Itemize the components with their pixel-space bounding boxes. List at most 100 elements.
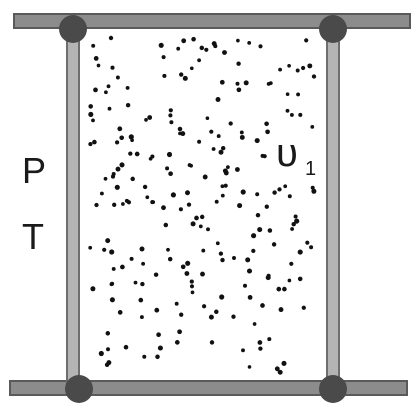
- gas-particle: [245, 257, 250, 262]
- gas-particle: [200, 46, 205, 51]
- gas-particle: [106, 347, 110, 351]
- gas-particle: [241, 348, 245, 352]
- gas-particle: [126, 103, 130, 107]
- gas-particle: [99, 351, 104, 356]
- gas-particle: [219, 294, 224, 299]
- gas-particle: [128, 151, 132, 155]
- gas-particle: [110, 282, 114, 286]
- gas-particle: [220, 258, 224, 262]
- gas-particle: [291, 222, 295, 226]
- gas-particle: [212, 41, 217, 46]
- gas-particle: [127, 200, 131, 204]
- gas-particle: [185, 190, 190, 195]
- gas-particle: [119, 135, 124, 140]
- gas-particle: [130, 257, 134, 261]
- gas-particle: [260, 303, 265, 308]
- gas-particle: [288, 279, 292, 283]
- gas-particle: [311, 189, 316, 194]
- gas-particle: [88, 104, 93, 109]
- gas-particle: [221, 146, 225, 150]
- gas-particle: [106, 331, 111, 336]
- gas-particle: [203, 175, 208, 180]
- gas-particle: [275, 366, 280, 371]
- gas-particle: [175, 340, 180, 345]
- gas-particle: [261, 154, 265, 158]
- gas-particle: [191, 221, 196, 226]
- gas-particle: [140, 315, 144, 319]
- gas-particle: [237, 87, 242, 92]
- gas-particle: [241, 189, 246, 194]
- gas-particle: [142, 355, 146, 359]
- gas-particle: [289, 262, 293, 266]
- gas-particle: [168, 113, 172, 117]
- joint-top-left: [59, 15, 87, 43]
- gas-particle: [266, 275, 271, 280]
- gas-particle: [140, 282, 144, 286]
- gas-particle: [265, 205, 269, 209]
- gas-particle: [201, 249, 205, 253]
- gas-particle: [244, 80, 249, 85]
- left-rod: [67, 28, 79, 384]
- gas-particle: [194, 216, 199, 221]
- gas-particle: [256, 213, 260, 217]
- gas-particle: [168, 171, 173, 176]
- gas-particle: [277, 187, 281, 191]
- gas-particle: [298, 250, 303, 255]
- gas-particle: [112, 203, 116, 207]
- gas-particle: [88, 112, 93, 117]
- gas-particle: [202, 304, 206, 308]
- gas-particle: [93, 88, 98, 93]
- gas-particle: [110, 66, 114, 70]
- gas-particle: [115, 185, 120, 190]
- gas-particle: [90, 286, 95, 291]
- gas-particle: [94, 203, 98, 207]
- gas-particle: [209, 130, 213, 134]
- gas-particle: [272, 190, 276, 194]
- gas-particle: [220, 80, 225, 85]
- gas-particle: [191, 291, 195, 295]
- gas-particle: [178, 127, 183, 132]
- gas-particle: [184, 271, 189, 276]
- gas-particle: [214, 310, 219, 315]
- gas-particle: [251, 249, 255, 253]
- gas-particle: [216, 241, 220, 245]
- gas-particle: [177, 329, 182, 334]
- gas-particle: [215, 200, 219, 204]
- gas-particle: [110, 297, 115, 302]
- gas-particle: [147, 115, 152, 120]
- gas-particle: [283, 184, 287, 188]
- gas-particle: [255, 138, 260, 143]
- gas-particle: [121, 202, 125, 206]
- gas-particle: [135, 152, 140, 157]
- gas-particle: [200, 215, 204, 219]
- gas-particle: [161, 205, 166, 210]
- gas-particle: [102, 248, 106, 252]
- gas-particle: [162, 74, 166, 78]
- gas-particle: [236, 62, 240, 66]
- gas-particle: [255, 192, 259, 196]
- gas-particle: [155, 355, 160, 360]
- gas-particle: [176, 47, 180, 51]
- gas-particle: [240, 130, 244, 134]
- gas-particle: [253, 322, 257, 326]
- gas-particle: [124, 345, 129, 350]
- gas-particle: [112, 267, 116, 271]
- gas-particle: [91, 44, 95, 48]
- gas-particle: [106, 360, 111, 365]
- gas-particle: [209, 315, 214, 320]
- gas-particle: [145, 195, 149, 199]
- gas-particle: [305, 241, 309, 245]
- gas-particle: [307, 63, 312, 68]
- gas-particle: [287, 64, 291, 68]
- gas-particle: [171, 192, 176, 197]
- volume-label: υ: [276, 131, 298, 175]
- gas-particle: [179, 313, 183, 317]
- gas-particle: [144, 118, 148, 122]
- gas-particle: [154, 272, 158, 276]
- gas-particle: [104, 90, 108, 94]
- joint-bottom-right: [319, 375, 347, 403]
- gas-particle: [169, 120, 173, 124]
- gas-particle: [118, 310, 123, 315]
- gas-particle: [197, 58, 201, 62]
